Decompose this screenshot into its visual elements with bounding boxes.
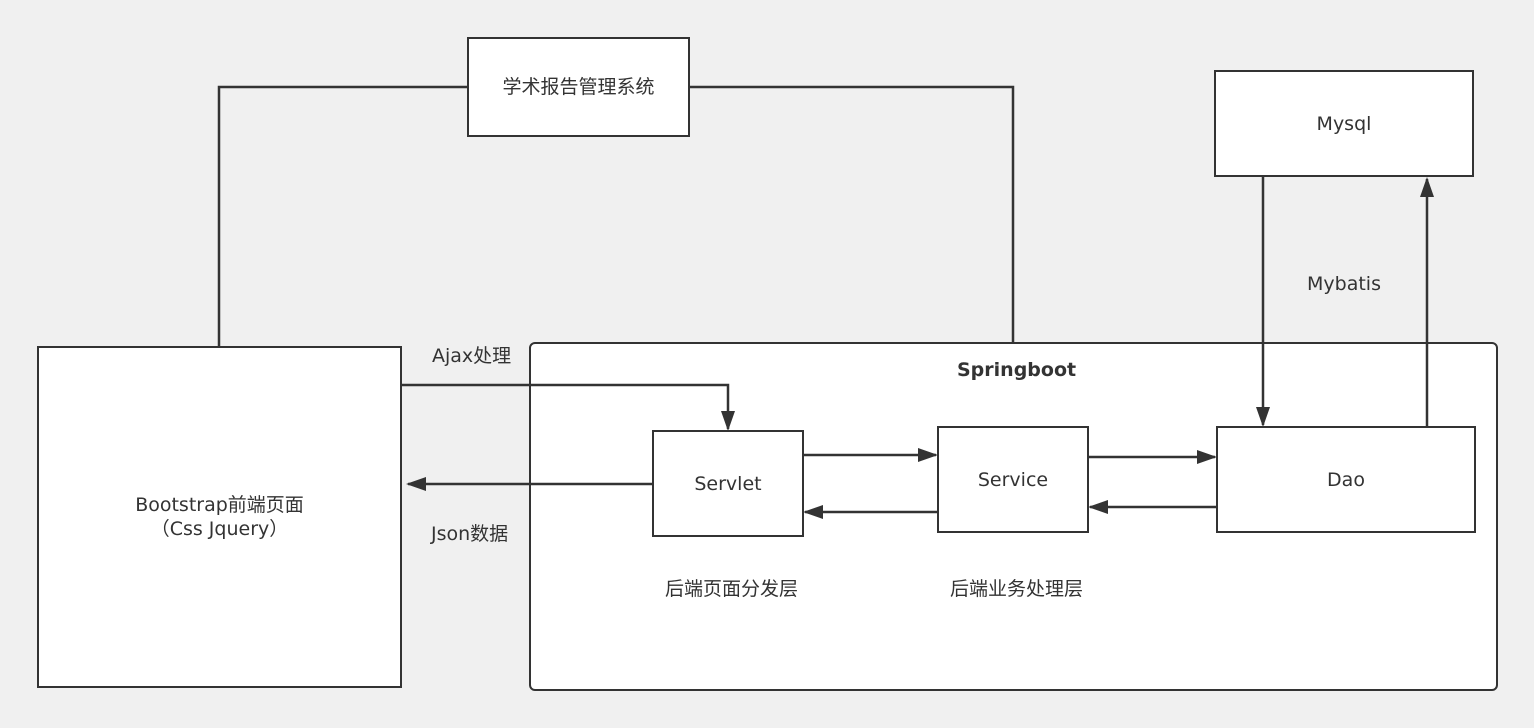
json-label: Json数据 (431, 523, 509, 545)
frontend-label: Bootstrap前端页面 (135, 494, 304, 516)
service-label: Service (977, 468, 1049, 491)
ajax-arrow (401, 383, 735, 431)
dao-label: Dao (1327, 468, 1365, 491)
servlet-label: Servlet (694, 472, 762, 495)
system-frontend-connector (217, 85, 467, 347)
system-springboot-connector (690, 85, 1015, 342)
frontend-node: Bootstrap前端页面 （Css Jquery） (37, 346, 402, 688)
system-node: 学术报告管理系统 (467, 37, 690, 137)
system-label: 学术报告管理系统 (502, 76, 655, 98)
dao-node: Dao (1216, 426, 1476, 533)
mysql-label: Mysql (1316, 112, 1372, 135)
service-node: Service (937, 426, 1089, 533)
mybatis-label: Mybatis (1307, 273, 1381, 295)
springboot-title: Springboot (957, 359, 1077, 381)
servlet-node: Servlet (652, 430, 804, 537)
mysql-node: Mysql (1214, 70, 1474, 177)
frontend-text: Bootstrap前端页面 （Css Jquery） (135, 493, 304, 541)
ajax-label: Ajax处理 (432, 345, 512, 367)
business-layer-label: 后端业务处理层 (950, 578, 1084, 600)
frontend-sublabel: （Css Jquery） (150, 518, 289, 540)
dispatch-layer-label: 后端页面分发层 (665, 578, 799, 600)
